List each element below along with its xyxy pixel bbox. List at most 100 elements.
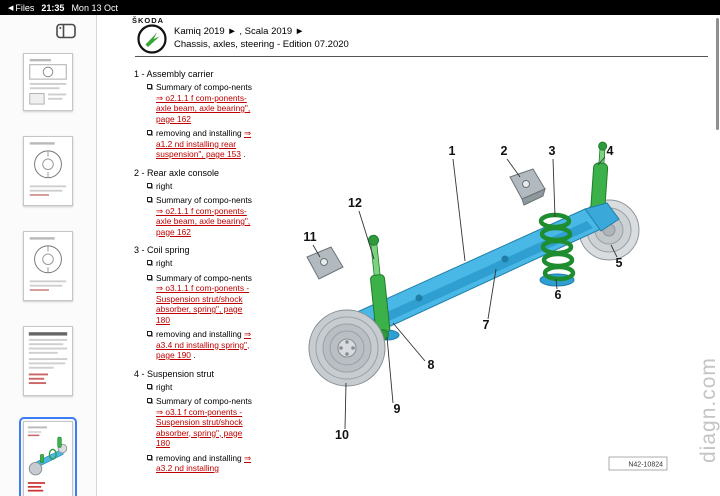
sub-text: right xyxy=(156,381,173,392)
sub-text: removing and installing ⇒ a3.4 nd instal… xyxy=(156,329,252,360)
thumbnail-page-image xyxy=(23,53,73,111)
doc-link[interactable]: ⇒ a1.2 nd installing rear suspension", p… xyxy=(156,128,252,159)
figure-label: N42-10824 xyxy=(608,456,668,471)
leader-line xyxy=(552,158,556,218)
brand-header: ŠKODA xyxy=(132,16,165,25)
callout-number: 10 xyxy=(335,428,349,442)
vertical-scrollbar[interactable] xyxy=(716,18,719,130)
square-bullet-icon xyxy=(147,182,152,188)
square-bullet-icon xyxy=(147,398,152,403)
thumbnail-page-image xyxy=(23,421,73,496)
thumbnail-page-image xyxy=(23,231,73,301)
leader-line xyxy=(452,158,466,262)
sub-text: removing and installing ⇒ a3.2 nd instal… xyxy=(156,452,252,474)
doc-link[interactable]: ⇒ a3.2 nd installing xyxy=(156,452,252,474)
sub-text: removing and installing ⇒ a1.2 nd instal… xyxy=(156,128,252,159)
doc-link[interactable]: ⇒ o2.1.1 f com-ponents- axle beam, axle … xyxy=(156,92,251,124)
page-thumbnail[interactable] xyxy=(19,132,77,210)
chevron-left-icon: ◀ xyxy=(8,4,14,12)
leader-line xyxy=(392,322,426,362)
leader-line xyxy=(506,158,521,178)
thumbnail-list xyxy=(0,49,96,496)
square-bullet-icon xyxy=(147,84,152,89)
square-bullet-icon xyxy=(147,383,152,389)
left-brake-disc xyxy=(308,309,386,387)
leader-line xyxy=(386,336,394,404)
leader-line xyxy=(312,244,321,258)
callout-number: 4 xyxy=(607,144,614,158)
sub-item: Summary of compo-nents ⇒ o3.1.1 f com-po… xyxy=(147,273,286,326)
right-axle-console xyxy=(509,168,546,206)
leader-line xyxy=(487,268,497,320)
leader-line xyxy=(610,244,618,258)
sub-text: right xyxy=(156,180,173,191)
thumbnail-sidebar xyxy=(0,15,97,496)
left-axle-console xyxy=(306,246,344,280)
sub-item: removing and installing ⇒ a1.2 nd instal… xyxy=(147,128,286,160)
doc-link[interactable]: ⇒ o2.1.1 f com-ponents- axle beam, axle … xyxy=(156,205,251,237)
doc-title-models: Kamiq 2019 ► , Scala 2019 ► xyxy=(174,26,305,37)
sub-text: Summary of compo-nents ⇒ o3.1.1 f com-po… xyxy=(156,272,252,325)
sub-text: Summary of compo-nents ⇒ o2.1.1 f com-po… xyxy=(156,82,252,124)
page-thumbnail[interactable] xyxy=(19,49,77,115)
doc-link[interactable]: ⇒ a3.4 nd installing spring", page 190 xyxy=(156,329,252,360)
sub-item: removing and installing ⇒ a3.4 nd instal… xyxy=(147,329,286,361)
callout-number: 6 xyxy=(555,288,562,302)
item-title: 1 - Assembly carrier xyxy=(134,69,214,79)
square-bullet-icon xyxy=(147,197,152,202)
status-date: Mon 13 Oct xyxy=(71,2,118,13)
square-bullet-icon xyxy=(147,331,152,336)
item-title: 2 - Rear axle console xyxy=(134,167,220,178)
sub-text: right xyxy=(156,258,173,268)
callout-number: 7 xyxy=(483,318,490,332)
figure-number: N42-10824 xyxy=(628,462,663,469)
leader-line xyxy=(358,210,375,260)
right-coil-spring xyxy=(538,212,576,282)
status-left-cluster: ◀ Files 21:35 Mon 13 Oct xyxy=(8,3,118,13)
callout-number: 1 xyxy=(449,144,456,158)
callout-number: 9 xyxy=(394,402,401,416)
back-app-label: Files xyxy=(15,2,35,13)
watermark: diagn.com xyxy=(697,357,720,463)
page-thumbnail-selected[interactable] xyxy=(19,417,77,496)
leader-line xyxy=(597,156,606,166)
page-thumbnail[interactable] xyxy=(19,322,77,400)
sub-item: Summary of compo-nents ⇒ o3.1 f com-pone… xyxy=(147,396,286,449)
callout-number: 5 xyxy=(616,256,623,270)
sub-text: Summary of compo-nents ⇒ o2.1.1 f com-po… xyxy=(156,195,252,237)
page-thumbnail[interactable] xyxy=(19,227,77,305)
callout-number: 2 xyxy=(501,144,508,158)
item-title: 3 - Coil spring xyxy=(134,245,190,255)
sub-item: removing and installing ⇒ a3.2 nd instal… xyxy=(147,453,286,474)
doc-link[interactable]: ⇒ o3.1 f com-ponents - Suspension strut/… xyxy=(156,406,243,449)
sub-item: Summary of compo-nents ⇒ o2.1.1 f com-po… xyxy=(147,195,286,237)
status-bar: ◀ Files 21:35 Mon 13 Oct xyxy=(0,0,720,15)
sidebar-icon xyxy=(56,23,76,39)
thumbnail-page-image xyxy=(23,326,73,396)
doc-title-edition: Chassis, axles, steering - Edition 07.20… xyxy=(174,39,349,50)
leader-line xyxy=(555,278,558,290)
pdf-viewer: ŠKODA Kamiq 2019 ► , Scala 2019 ► Chassi… xyxy=(0,15,720,496)
square-bullet-icon xyxy=(147,274,152,280)
square-bullet-icon xyxy=(147,130,152,135)
document-page: ŠKODA Kamiq 2019 ► , Scala 2019 ► Chassi… xyxy=(97,15,720,496)
item-title: 4 - Suspension strut xyxy=(134,368,215,379)
sub-item: Summary of compo-nents ⇒ o2.1.1 f com-po… xyxy=(147,82,286,124)
back-to-app-button[interactable]: ◀ Files xyxy=(8,3,34,13)
sub-text: Summary of compo-nents ⇒ o3.1 f com-pone… xyxy=(156,396,252,449)
sub-item: right xyxy=(147,382,286,393)
doc-link[interactable]: ⇒ o3.1.1 f com-ponents - Suspension stru… xyxy=(156,283,250,325)
left-shock-absorber xyxy=(367,234,391,341)
status-time: 21:35 xyxy=(41,2,65,13)
callout-number: 3 xyxy=(549,144,556,158)
callout-number: 8 xyxy=(428,358,435,372)
sidebar-toggle-button[interactable] xyxy=(56,23,76,42)
header-divider xyxy=(135,56,708,57)
square-bullet-icon xyxy=(147,260,152,265)
